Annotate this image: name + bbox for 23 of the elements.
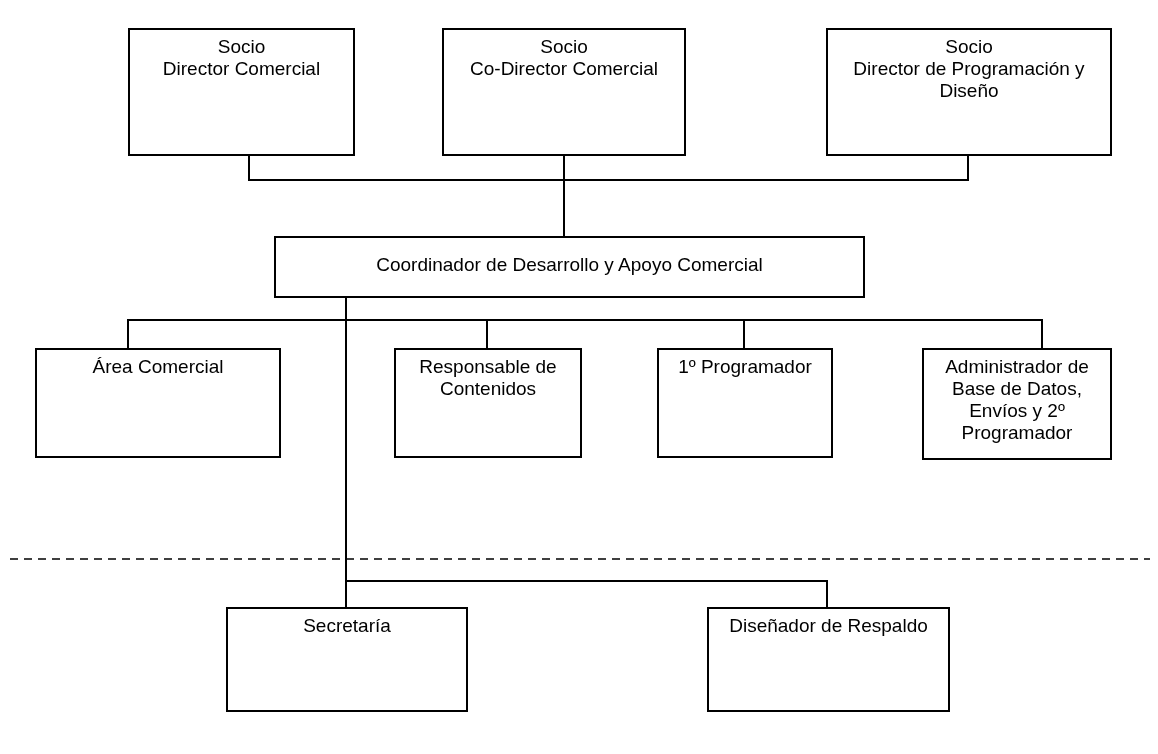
role-text: Coordinador de Desarrollo y Apoyo Comercial <box>376 254 763 276</box>
role-text: Director de Programación y Diseño <box>852 58 1086 102</box>
role-text: Administrador de Base de Datos, Envíos y 2º Programador <box>944 356 1090 444</box>
role-text: Secretaría <box>303 615 391 637</box>
role-text: Co-Director Comercial <box>470 58 658 80</box>
role-text: Director Comercial <box>162 58 321 80</box>
role-text: Socio <box>540 36 588 58</box>
org-box <box>35 348 281 458</box>
org-box <box>657 348 833 458</box>
org-box <box>128 28 355 156</box>
org-box <box>922 348 1112 460</box>
org-box <box>707 607 950 712</box>
role-text: 1º Programador <box>678 356 812 378</box>
role-text: Responsable de Contenidos <box>418 356 558 400</box>
org-box <box>394 348 582 458</box>
org-box <box>226 607 468 712</box>
role-text: Diseñador de Respaldo <box>729 615 928 637</box>
role-text: Área Comercial <box>92 356 224 378</box>
role-text: Socio <box>945 36 993 58</box>
org-box <box>442 28 686 156</box>
org-box <box>274 236 865 298</box>
org-box <box>826 28 1112 156</box>
role-text: Socio <box>217 36 266 58</box>
